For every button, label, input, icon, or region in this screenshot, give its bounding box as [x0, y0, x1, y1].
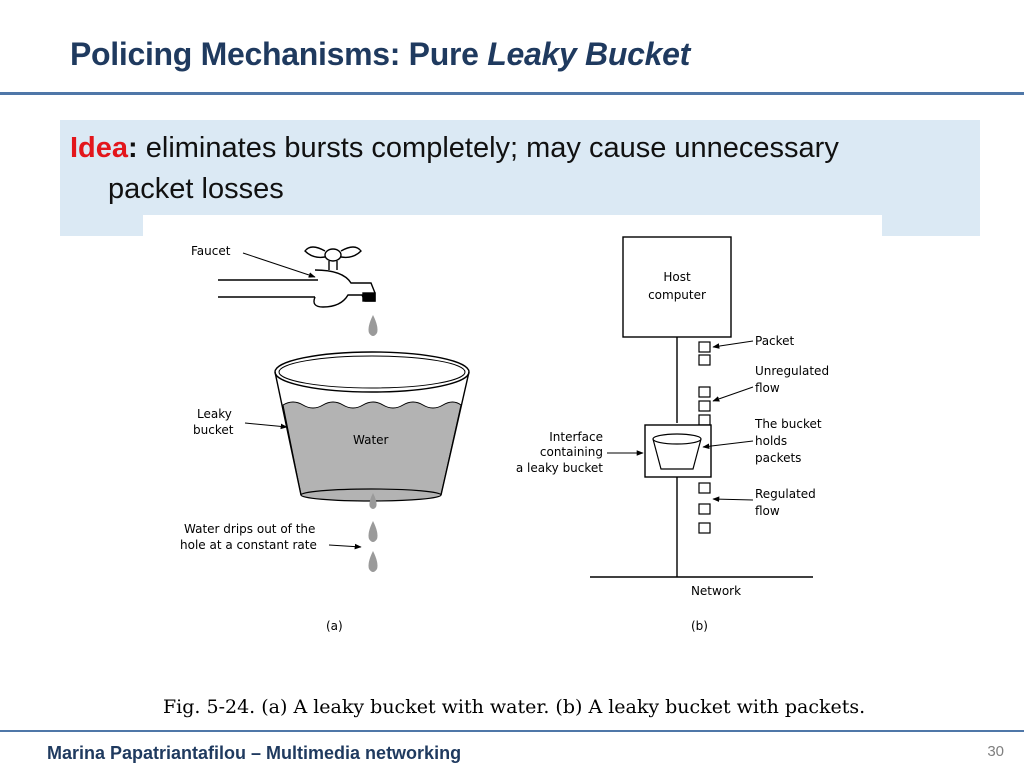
host-computer-box	[622, 236, 732, 338]
faucet-icon	[218, 246, 376, 308]
bucket-holds-label-line3: packets	[755, 451, 801, 465]
footer-author: Marina Papatriantafilou – Multimedia net…	[47, 743, 462, 763]
idea-text: Idea: eliminates bursts completely; may …	[70, 128, 950, 210]
host-label-line2: computer	[648, 288, 706, 302]
leaky-bucket-label-line1: Leaky	[197, 407, 232, 421]
faucet-label: Faucet	[191, 244, 231, 258]
leaky-bucket-diagram: Faucet Water Leaky bucket Water drips ou…	[180, 236, 829, 633]
drips-label-line1: Water drips out of the	[184, 522, 315, 536]
drips-label-line2: hole at a constant rate	[180, 538, 317, 552]
unregulated-label-line2: flow	[755, 381, 780, 395]
bucket-icon	[274, 351, 470, 502]
idea-text-line2: packet losses	[108, 173, 284, 205]
host-label-line1: Host	[663, 270, 691, 284]
footer-divider	[0, 730, 1024, 732]
packet-label: Packet	[755, 334, 795, 348]
interface-label-line1: Interface	[549, 430, 603, 444]
regulated-packets	[698, 482, 711, 534]
water-drip-icon	[368, 493, 378, 572]
idea-keyword: Idea	[70, 132, 129, 164]
interface-label-line2: containing	[540, 445, 603, 459]
regulated-label-line1: Regulated	[755, 487, 816, 501]
slide-title-main: Policing Mechanisms: Pure	[70, 36, 488, 72]
page-number: 30	[987, 743, 1004, 760]
title-divider	[0, 92, 1024, 95]
slide-title: Policing Mechanisms: Pure Leaky Bucket	[70, 36, 690, 73]
idea-text-line1: eliminates bursts completely; may cause …	[137, 132, 839, 164]
bucket-holds-label-line1: The bucket	[754, 417, 822, 431]
idea-colon: :	[128, 132, 138, 164]
water-drop-icon	[368, 315, 378, 336]
interface-label-line3: a leaky bucket	[516, 461, 603, 475]
water-label: Water	[353, 433, 389, 447]
leaky-bucket-figure: Faucet Water Leaky bucket Water drips ou…	[143, 215, 882, 747]
part-b-tag: (b)	[691, 619, 708, 633]
unregulated-packets	[698, 341, 711, 426]
slide-title-emphasis: Leaky Bucket	[487, 36, 690, 72]
bucket-holds-label-line2: holds	[755, 434, 787, 448]
small-bucket-icon	[652, 433, 702, 470]
figure-caption: Fig. 5-24. (a) A leaky bucket with water…	[163, 696, 866, 718]
unregulated-label-line1: Unregulated	[755, 364, 829, 378]
network-label: Network	[691, 584, 741, 598]
regulated-label-line2: flow	[755, 504, 780, 518]
leaky-bucket-label-line2: bucket	[193, 423, 234, 437]
part-a-tag: (a)	[326, 619, 343, 633]
